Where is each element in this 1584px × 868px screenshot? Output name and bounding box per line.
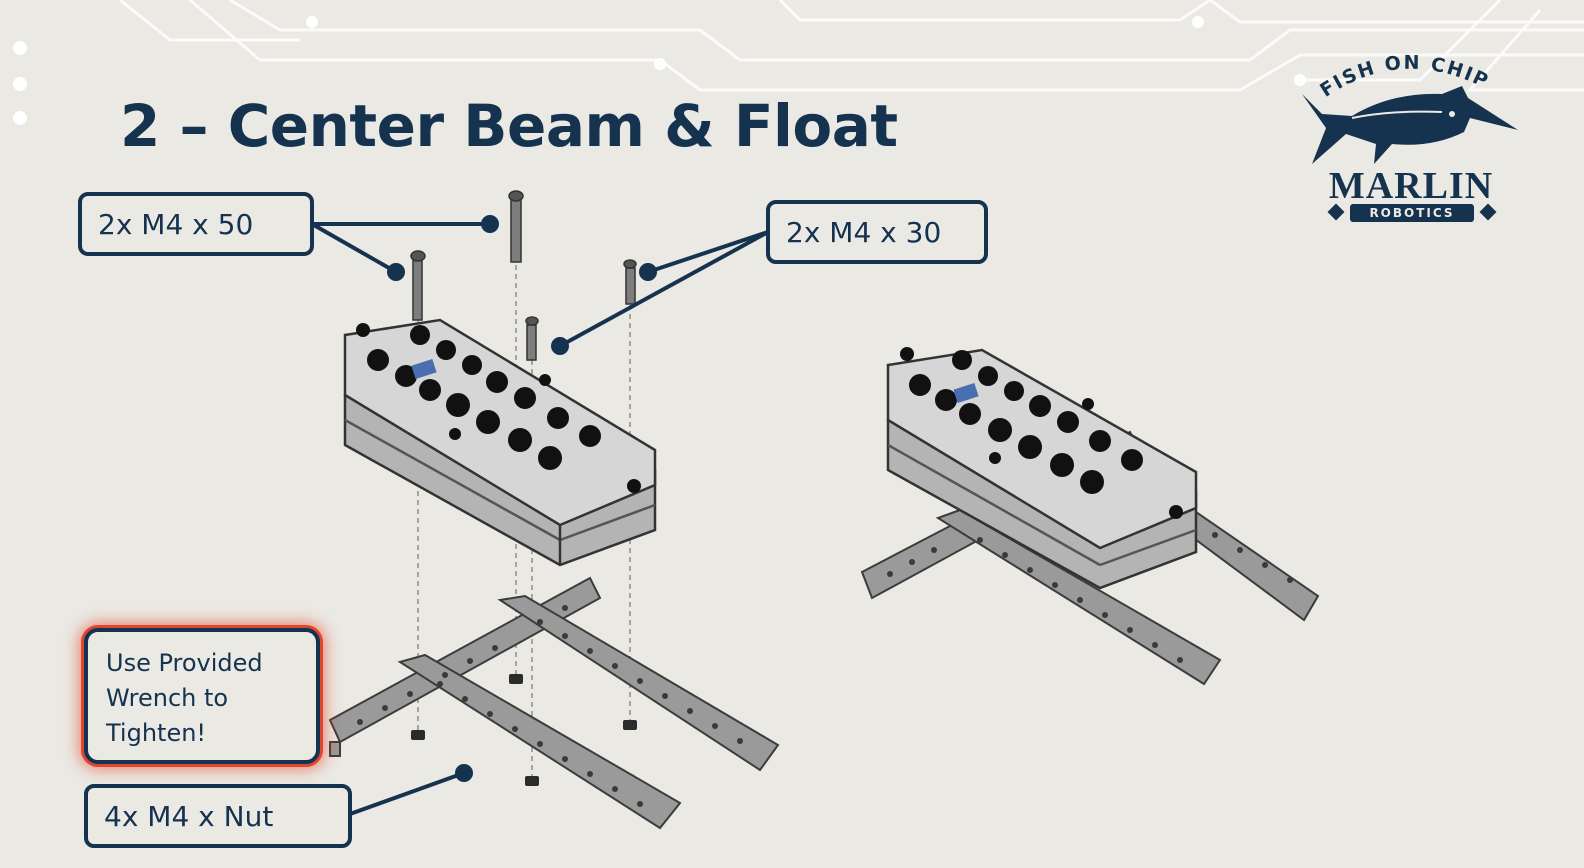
exploded-assembly [328,190,780,830]
marlin-robotics-logo: FISH ON CHIPS MARLIN ROBOTICS [1292,52,1528,228]
warning-line-1: Use Provided [106,649,263,677]
marlin-fish-icon: FISH ON CHIPS [1292,52,1518,164]
float-housing [343,318,657,567]
callout-m4x30-label: 2x M4 x 30 [786,215,942,249]
warning-callout: Use Provided Wrench to Tighten! [84,628,320,764]
beam-frame [328,576,780,830]
leader-lines [311,215,769,816]
logo-sub: ROBOTICS [1369,206,1455,220]
callout-m4x50-label: 2x M4 x 50 [98,207,254,241]
callout-m4x50: 2x M4 x 50 [78,192,314,256]
warning-line-2: Wrench to [106,684,229,712]
bolts [410,190,637,361]
slide-title: 2 – Center Beam & Float [120,92,898,160]
callout-nut: 4x M4 x Nut [84,784,352,848]
warning-line-3: Tighten! [106,719,207,747]
assembled-view [860,347,1320,686]
callout-m4x30: 2x M4 x 30 [766,200,988,264]
callout-nut-label: 4x M4 x Nut [104,799,274,833]
logo-sub-banner: ROBOTICS [1350,204,1474,222]
logo-name: MARLIN [1328,165,1494,207]
